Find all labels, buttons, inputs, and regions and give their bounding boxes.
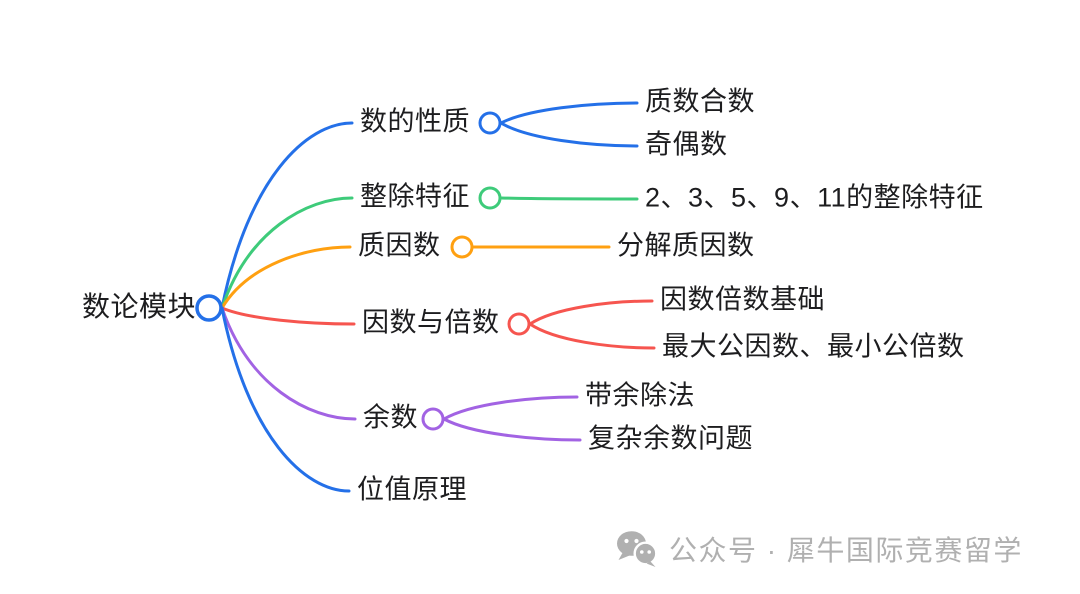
- branch-node-label: 位值原理: [357, 474, 467, 505]
- leaf-node-label: 因数倍数基础: [660, 284, 825, 315]
- leaf-node-label: 最大公因数、最小公倍数: [662, 331, 965, 362]
- leaf-node-label: 复杂余数问题: [588, 423, 753, 454]
- branch-edge: [528, 299, 654, 326]
- branch-edge: [442, 395, 579, 421]
- wechat-icon: [617, 531, 658, 567]
- branch-edge: [499, 101, 639, 125]
- branch-node-label: 因数与倍数: [362, 307, 500, 338]
- branch-edge: [220, 245, 352, 310]
- branch-edge: [220, 121, 354, 310]
- leaf-node-label: 奇偶数: [645, 129, 728, 160]
- node-circle: [507, 312, 531, 336]
- node-circle: [421, 407, 445, 431]
- leaf-node-label: 带余除法: [585, 380, 695, 411]
- branch-edge: [220, 306, 351, 493]
- root-node-label: 数论模块: [82, 290, 197, 322]
- node-circle: [450, 235, 474, 259]
- branch-edge: [220, 306, 357, 421]
- branch-edge: [499, 196, 639, 201]
- watermark: 公众号 · 犀牛国际竞赛留学: [616, 529, 1023, 569]
- node-circle: [478, 111, 502, 135]
- node-circle: [478, 186, 502, 210]
- branch-edge: [528, 322, 656, 350]
- branch-node-label: 余数: [363, 402, 418, 433]
- node-circle: [195, 294, 223, 322]
- branch-edge: [220, 306, 356, 326]
- branch-edge: [220, 196, 354, 310]
- branch-node-label: 整除特征: [360, 181, 470, 212]
- branch-node-label: 数的性质: [360, 106, 470, 137]
- leaf-node-label: 分解质因数: [617, 230, 755, 261]
- leaf-node-label: 质数合数: [645, 86, 755, 117]
- branch-edge: [442, 417, 582, 442]
- watermark-text: 公众号 · 犀牛国际竞赛留学: [669, 535, 1023, 566]
- branch-node-label: 质因数: [358, 230, 441, 261]
- branch-edge: [499, 121, 639, 148]
- leaf-node-label: 2、3、5、9、11的整除特征: [645, 182, 984, 213]
